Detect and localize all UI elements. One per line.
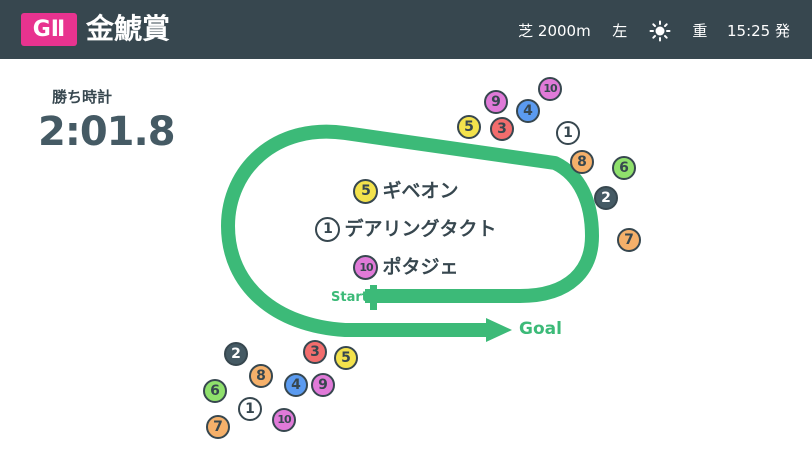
horse-marker-6: 6 <box>612 156 636 180</box>
horse-marker-7: 7 <box>206 415 230 439</box>
post-time: 15:25 発 <box>727 21 790 40</box>
sun-icon <box>649 20 671 42</box>
horse-marker-5: 5 <box>457 115 481 139</box>
track-condition: 重 <box>692 21 708 40</box>
horse-marker-6: 6 <box>203 379 227 403</box>
horse-marker-1: 1 <box>556 121 580 145</box>
surface-distance: 芝 2000m <box>518 21 591 40</box>
result-number-badge: 10 <box>353 255 379 280</box>
direction: 左 <box>612 21 628 40</box>
result-number-badge: 1 <box>315 217 341 242</box>
horse-marker-10: 10 <box>272 408 296 432</box>
horse-marker-8: 8 <box>570 150 594 174</box>
goal-arrow-icon <box>486 318 512 342</box>
horse-marker-7: 7 <box>617 228 641 252</box>
horse-name: ポタジェ <box>382 256 459 278</box>
race-info: 芝 2000m 左 重 15:25 発 <box>518 18 790 43</box>
start-marker <box>370 285 377 310</box>
track-oval <box>221 124 599 337</box>
horse-marker-10: 10 <box>538 77 562 101</box>
horse-marker-9: 9 <box>311 373 335 397</box>
start-label: Start <box>331 290 368 305</box>
result-number-badge: 5 <box>353 179 379 204</box>
horse-marker-4: 4 <box>284 373 308 397</box>
horse-marker-3: 3 <box>303 340 327 364</box>
horse-marker-5: 5 <box>334 346 358 370</box>
horse-marker-9: 9 <box>484 90 508 114</box>
winning-time-label: 勝ち時計 <box>52 88 113 106</box>
horse-marker-2: 2 <box>224 342 248 366</box>
horse-marker-4: 4 <box>516 99 540 123</box>
race-name: 金鯱賞 <box>86 12 171 45</box>
horse-marker-3: 3 <box>490 117 514 141</box>
race-header: GⅡ 金鯱賞 芝 2000m 左 重 15:25 発 <box>0 0 812 59</box>
horse-name: ギベオン <box>382 180 459 202</box>
horse-marker-8: 8 <box>249 364 273 388</box>
horse-marker-2: 2 <box>594 186 618 210</box>
goal-label: Goal <box>519 319 562 339</box>
winning-time-value: 2:01.8 <box>38 109 176 155</box>
horse-marker-1: 1 <box>238 397 262 421</box>
horse-name: デアリングタクト <box>344 218 497 240</box>
grade-badge: GⅡ <box>21 13 77 46</box>
